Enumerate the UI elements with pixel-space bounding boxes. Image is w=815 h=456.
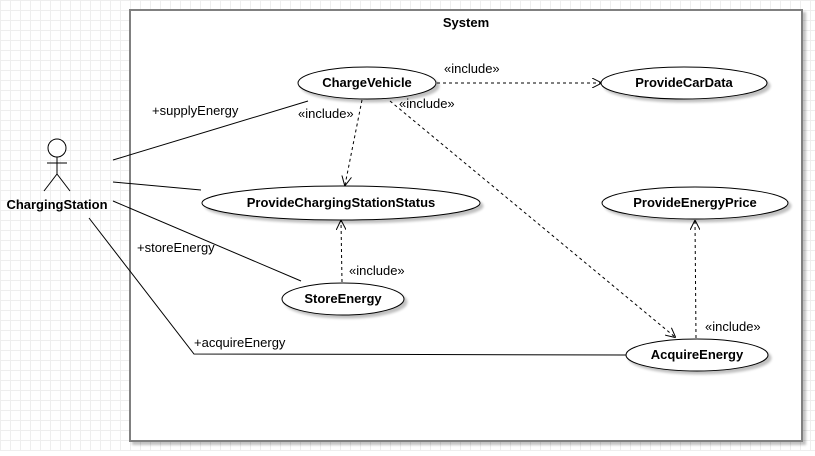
actor-stick-figure-icon bbox=[43, 138, 71, 192]
include-dependencies bbox=[341, 83, 696, 338]
include-label-charge-to-acquire: «include» bbox=[399, 96, 455, 111]
actor-charging-station[interactable]: ChargingStation bbox=[6, 138, 108, 212]
associations bbox=[88, 100, 627, 356]
use-case-label: ChargeVehicle bbox=[322, 75, 412, 90]
include-arrow-acquire-to-price[interactable] bbox=[695, 221, 696, 339]
use-case-label: ProvideCarData bbox=[635, 75, 733, 90]
include-label-store-to-status: «include» bbox=[349, 263, 405, 278]
system-title: System bbox=[443, 15, 489, 30]
use-case-provide-charging-station-status[interactable]: ProvideChargingStationStatus bbox=[201, 185, 481, 221]
include-arrow-charge-to-acquire[interactable] bbox=[389, 100, 675, 337]
include-label-charge-to-cardata: «include» bbox=[444, 61, 500, 76]
use-case-store-energy[interactable]: StoreEnergy bbox=[281, 282, 405, 316]
association-label-acquire-energy: +acquireEnergy bbox=[194, 335, 286, 350]
association-label-store-energy: +storeEnergy bbox=[137, 240, 215, 255]
use-case-label: StoreEnergy bbox=[304, 291, 382, 306]
use-case-provide-energy-price[interactable]: ProvideEnergyPrice bbox=[601, 186, 789, 220]
actor-name: ChargingStation bbox=[6, 197, 107, 212]
use-case-label: ProvideChargingStationStatus bbox=[247, 195, 436, 210]
include-arrow-charge-to-status[interactable] bbox=[345, 99, 363, 185]
association-supply-energy[interactable] bbox=[112, 100, 309, 161]
include-label-charge-to-status: «include» bbox=[298, 106, 354, 121]
use-case-acquire-energy[interactable]: AcquireEnergy bbox=[625, 338, 769, 372]
use-case-provide-car-data[interactable]: ProvideCarData bbox=[600, 66, 768, 100]
use-case-label: AcquireEnergy bbox=[651, 347, 744, 362]
association-label-supply-energy: +supplyEnergy bbox=[152, 103, 239, 118]
include-label-acquire-to-price: «include» bbox=[705, 319, 761, 334]
include-arrow-store-to-status[interactable] bbox=[341, 221, 342, 283]
use-case-charge-vehicle[interactable]: ChargeVehicle bbox=[297, 66, 437, 100]
association-provide-status[interactable] bbox=[112, 181, 202, 191]
association-acquire-energy[interactable] bbox=[88, 217, 627, 356]
association-store-energy[interactable] bbox=[112, 200, 302, 282]
use-case-label: ProvideEnergyPrice bbox=[633, 195, 757, 210]
